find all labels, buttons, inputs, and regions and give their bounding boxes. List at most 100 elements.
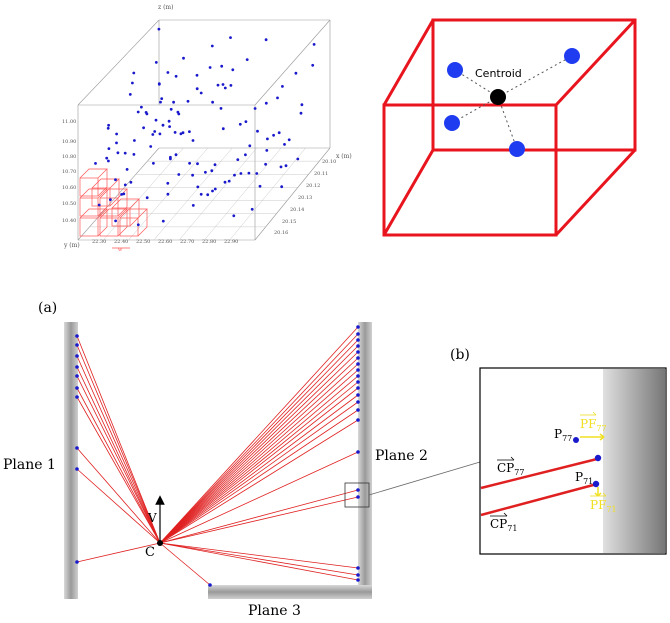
scatter-point xyxy=(114,178,117,182)
scatter-point xyxy=(173,131,177,134)
ray xyxy=(159,542,359,569)
scatter-point xyxy=(107,159,110,163)
hit-point xyxy=(356,368,360,372)
plane2-wall xyxy=(358,322,372,599)
hit-point xyxy=(356,573,360,577)
scatter-point xyxy=(300,103,304,107)
plane1-wall xyxy=(64,322,78,599)
svg-text:PF71: PF71 xyxy=(590,498,617,514)
pf77-vector xyxy=(580,433,605,441)
x-ticks: 22.30 22.40 22.50 22.60 22.70 22.80 22.9… xyxy=(92,239,238,245)
hit-point xyxy=(356,325,360,329)
scatter-point xyxy=(152,161,155,165)
scatter-point xyxy=(264,38,268,42)
scatter-point xyxy=(312,43,316,46)
scatter-point xyxy=(154,61,158,64)
scatter-point xyxy=(136,110,140,114)
ray xyxy=(159,369,359,544)
ray xyxy=(159,401,359,544)
hit-point xyxy=(75,395,79,399)
plane3-label: Plane 3 xyxy=(248,603,301,619)
voxel-top xyxy=(79,208,108,219)
ray xyxy=(76,468,161,544)
scatter-point xyxy=(159,100,162,104)
hit-point xyxy=(75,560,79,564)
scatter-point xyxy=(253,107,257,110)
x-tick: 22.70 xyxy=(180,239,194,245)
hit-point xyxy=(356,418,360,422)
scatter-point xyxy=(238,122,242,126)
y-tick: 20.15 xyxy=(282,219,296,225)
ray xyxy=(159,387,359,544)
scatter-point xyxy=(128,93,132,96)
x-tick: 22.80 xyxy=(202,239,216,245)
scatter-point xyxy=(227,179,231,183)
scatter-point xyxy=(213,163,217,167)
scatter-point xyxy=(153,130,157,133)
scatter-point xyxy=(179,132,183,136)
ray xyxy=(159,363,359,544)
z-tick: 10.90 xyxy=(62,139,76,145)
hit-point xyxy=(356,578,360,582)
scatter-point xyxy=(140,105,143,109)
scatter-point xyxy=(264,101,268,105)
scatter-point xyxy=(210,44,214,48)
scatter-point xyxy=(107,147,111,151)
hit-point xyxy=(356,356,360,360)
scatter-point xyxy=(299,111,303,115)
z-tick: 10.50 xyxy=(62,201,76,207)
scatter3d-panel: z (m) x (m) y (m) w 11.00 10.90 10.80 10… xyxy=(62,4,352,253)
z-tick: 10.40 xyxy=(62,218,76,224)
ray xyxy=(159,451,359,544)
scatter3d-voxel-grid xyxy=(79,168,148,249)
y-tick: 20.16 xyxy=(274,230,288,236)
scatter-point xyxy=(220,64,224,68)
ray xyxy=(159,496,359,544)
scatter-point xyxy=(116,151,120,155)
hit-point xyxy=(356,488,360,492)
p71-label: P71 xyxy=(575,470,593,486)
centroid-links xyxy=(451,55,573,150)
scatter-point xyxy=(284,164,288,168)
hit-point xyxy=(356,332,360,336)
scatter-point xyxy=(229,84,233,87)
scatter-point xyxy=(188,130,191,134)
scatter-point xyxy=(166,192,170,196)
scatter-point xyxy=(149,145,153,148)
scatter-point xyxy=(229,36,232,39)
ray xyxy=(159,351,359,544)
scatter-point xyxy=(196,185,200,189)
scatter-point xyxy=(279,165,283,169)
hit-point xyxy=(356,338,360,342)
rays xyxy=(76,326,359,586)
scatter-point xyxy=(276,96,279,100)
svg-text:CP77: CP77 xyxy=(497,461,524,477)
ray xyxy=(76,375,161,544)
floor-grid-line xyxy=(178,147,257,241)
cube-edges xyxy=(382,18,637,237)
scatter-point xyxy=(244,120,248,123)
voxel-face xyxy=(79,197,99,217)
z-ticks: 11.00 10.90 10.80 10.70 10.60 10.50 10.4… xyxy=(62,119,76,224)
scatter-point xyxy=(166,181,170,185)
scatter-point xyxy=(311,63,315,67)
ray xyxy=(159,375,359,544)
cp77-label: CP77 xyxy=(497,456,524,477)
scatter-point xyxy=(233,173,236,177)
scatter-point xyxy=(94,162,97,165)
scatter-point xyxy=(114,219,117,223)
scatter-point xyxy=(255,172,259,175)
scatter-point xyxy=(211,189,214,193)
scatter-point xyxy=(247,171,251,175)
x-tick: 22.40 xyxy=(114,239,128,245)
scatter-point xyxy=(236,158,240,162)
floor-grid-line xyxy=(153,147,233,241)
ray xyxy=(76,366,161,544)
hit-point xyxy=(356,344,360,348)
cp77-ray xyxy=(480,457,598,490)
scatter-point xyxy=(219,107,223,110)
scatter-point xyxy=(160,97,164,100)
scatter-point xyxy=(166,71,170,74)
scatter-point xyxy=(157,82,161,86)
scatter-point xyxy=(123,151,127,155)
